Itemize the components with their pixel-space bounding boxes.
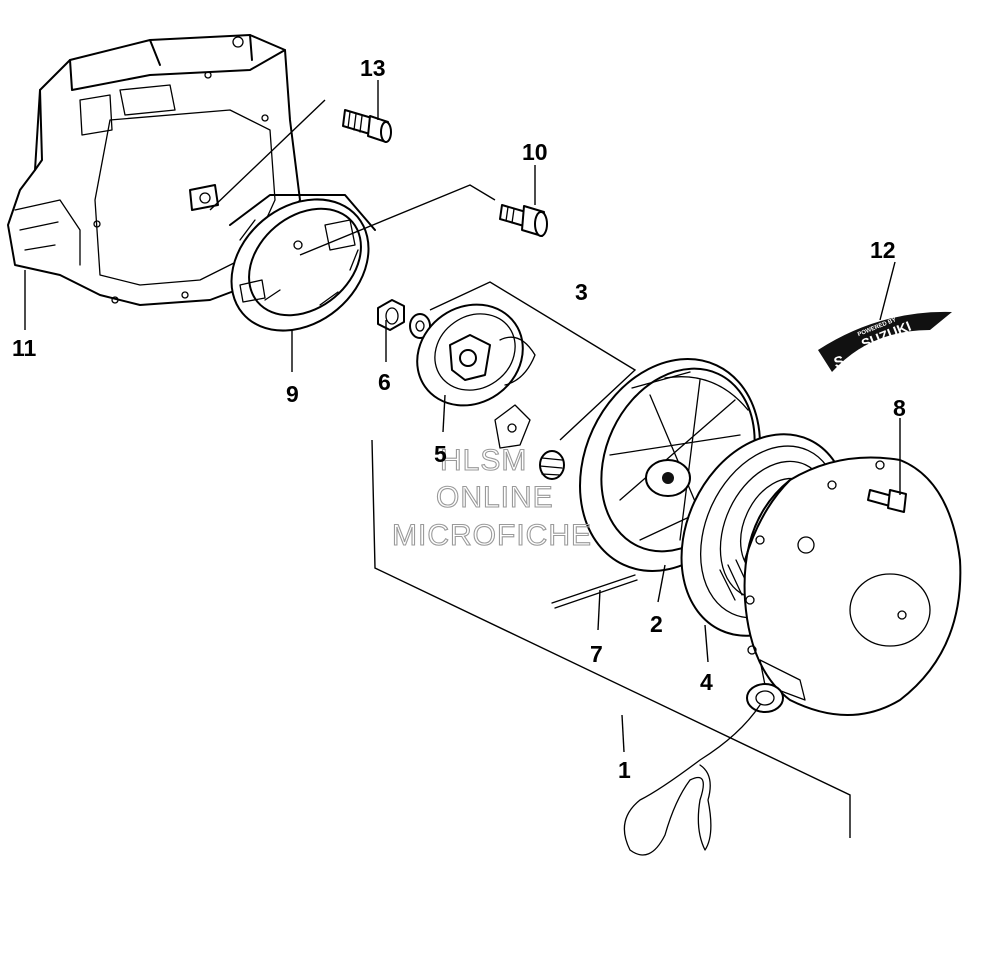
watermark-line-2: ONLINE <box>436 481 554 514</box>
callout-4: 4 <box>700 669 713 695</box>
watermark: HLSM ONLINE MICROFICHE <box>391 443 592 552</box>
bolt-10 <box>499 204 548 237</box>
rope-handle-loop <box>623 704 761 856</box>
callout-2: 2 <box>650 611 663 637</box>
fan-housing <box>7 34 301 306</box>
callout-7: 7 <box>590 641 603 667</box>
bolt-13 <box>342 109 392 143</box>
callout-12: 12 <box>870 237 896 263</box>
starter-case <box>743 456 962 716</box>
ratchet-plate <box>416 303 565 480</box>
leader-lines <box>24 80 901 838</box>
callout-8: 8 <box>893 395 906 421</box>
suzuki-decal: S POWERED BY SUZUKI <box>818 311 952 372</box>
watermark-line-3: MICROFICHE <box>392 519 592 552</box>
callout-10: 10 <box>522 139 548 165</box>
callout-13: 13 <box>360 55 386 81</box>
callout-labels: 13 10 12 3 11 6 9 8 5 2 7 4 1 <box>12 55 906 783</box>
callout-9: 9 <box>286 381 299 407</box>
starter-cup <box>229 194 376 332</box>
callout-6: 6 <box>378 369 391 395</box>
nut-washer <box>377 299 431 339</box>
callout-3: 3 <box>575 279 588 305</box>
starter-rope <box>551 574 638 609</box>
callout-5: 5 <box>434 441 447 467</box>
callout-11: 11 <box>12 335 37 361</box>
decal-logo: S <box>832 353 846 372</box>
watermark-line-1: HLSM <box>440 444 527 477</box>
screw-8 <box>867 489 907 513</box>
callout-1: 1 <box>618 757 631 783</box>
